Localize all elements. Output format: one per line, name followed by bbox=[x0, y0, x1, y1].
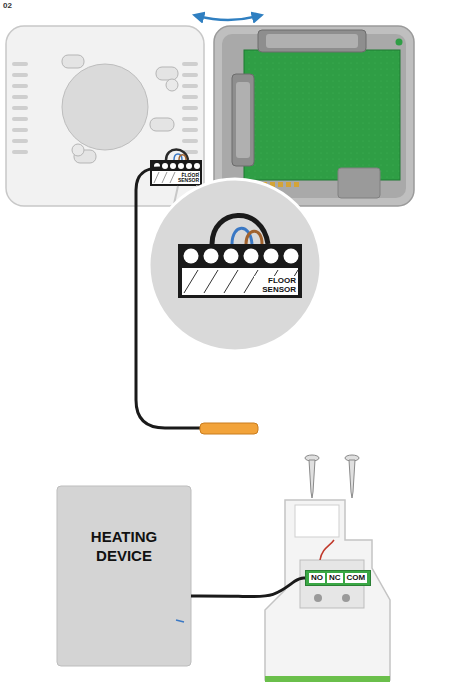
relay-module bbox=[265, 500, 390, 682]
wire-end bbox=[176, 620, 184, 622]
heating-device-box bbox=[57, 486, 191, 666]
screws bbox=[305, 455, 359, 498]
power-cable bbox=[191, 578, 305, 597]
device-name: HEATING DEVICE bbox=[74, 527, 174, 565]
zoom-terminal-block bbox=[178, 215, 302, 298]
figure-number: 02 bbox=[3, 1, 12, 10]
relay-terminal-block: NONCCOM bbox=[305, 570, 371, 586]
terminal-label: NO bbox=[309, 573, 325, 583]
terminal-label: FLOOR SENSOR bbox=[254, 276, 296, 294]
terminal-label: COM bbox=[345, 573, 368, 583]
terminal-label: NC bbox=[327, 573, 343, 583]
rotate-arrow bbox=[198, 16, 258, 20]
back-plate bbox=[6, 26, 204, 206]
terminal-label: FLOOR SENSOR bbox=[176, 173, 199, 183]
floor-sensor-probe bbox=[200, 423, 258, 434]
device-box: HEATING DEVICE bbox=[57, 486, 191, 606]
zoom-circle bbox=[149, 179, 321, 351]
